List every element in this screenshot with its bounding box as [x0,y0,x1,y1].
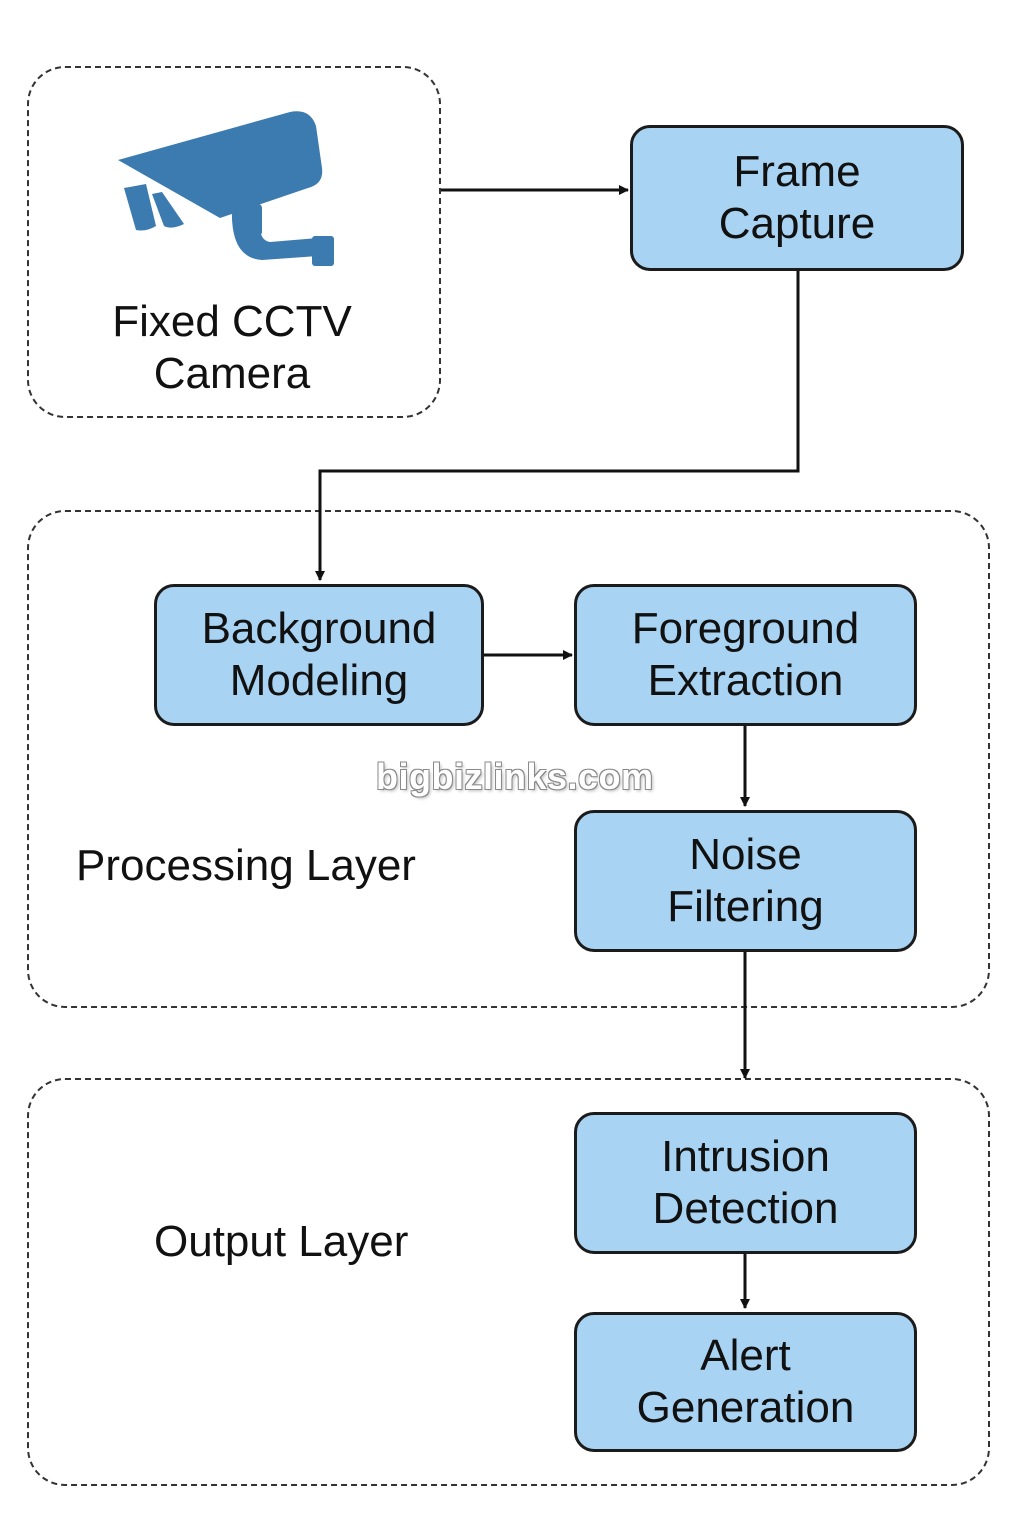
watermark-text: bigbizlinks.com [376,756,654,797]
camera-group [27,66,441,418]
foreground-extraction-node[interactable]: Foreground Extraction [574,584,917,726]
alert-generation-node[interactable]: Alert Generation [574,1312,917,1452]
camera-label: Fixed CCTV Camera [112,297,352,398]
intrusion-detection-node[interactable]: Intrusion Detection [574,1112,917,1254]
processing-layer-label: Processing Layer [76,841,416,890]
processing-layer-group [27,510,990,1008]
frame-capture-node[interactable]: Frame Capture [630,125,964,271]
output-layer-group [27,1078,990,1486]
noise-filtering-node[interactable]: Noise Filtering [574,810,917,952]
arrow-frame-capture-to-background-modeling [315,270,800,581]
cctv-camera-icon [118,111,334,266]
output-layer-label: Output Layer [154,1217,409,1266]
background-modeling-node[interactable]: Background Modeling [154,584,484,726]
